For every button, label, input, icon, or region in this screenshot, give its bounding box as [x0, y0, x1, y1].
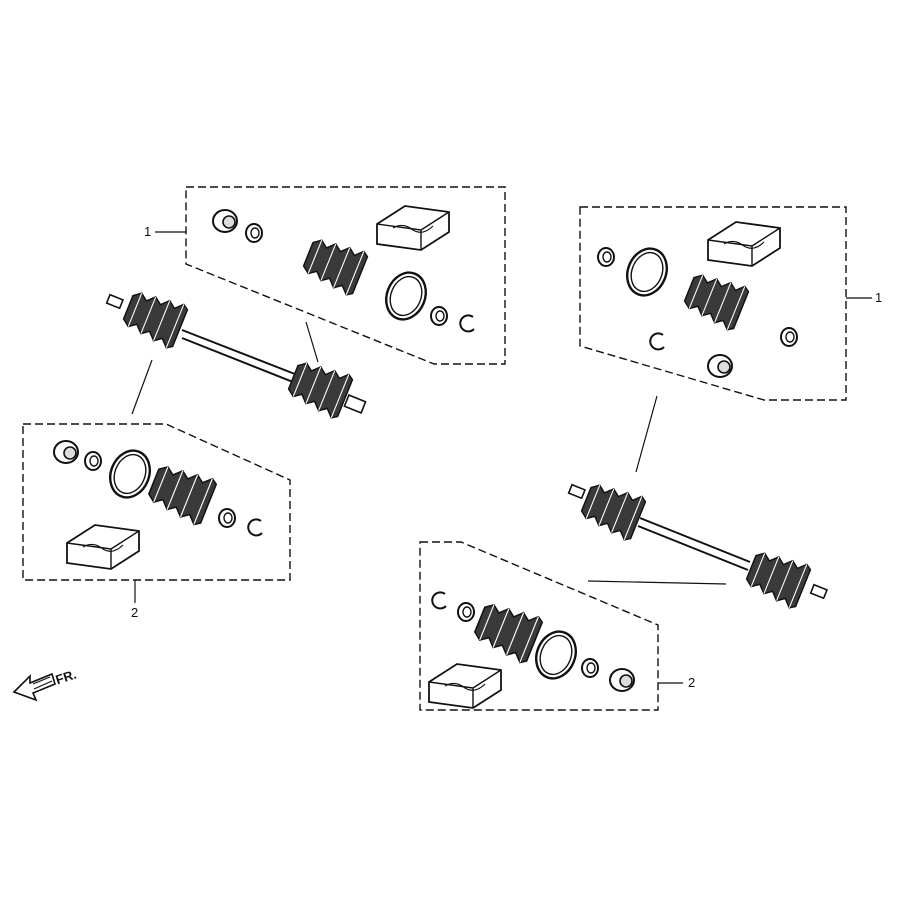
right-inner-joint-kit: [419, 541, 727, 711]
right-driveshaft: [567, 476, 829, 611]
callout-left-inner-kit: 2: [131, 605, 139, 620]
callout-left-outer-kit: 1: [144, 224, 152, 239]
right-outer-joint-kit: [579, 206, 872, 473]
arrow-left-icon: [12, 672, 56, 702]
callout-right-outer-kit: 1: [875, 290, 883, 305]
left-outer-joint-kit: [155, 186, 506, 365]
left-inner-joint-kit: [22, 359, 291, 603]
callout-right-inner-kit: 2: [688, 675, 696, 690]
left-driveshaft: [105, 284, 367, 421]
